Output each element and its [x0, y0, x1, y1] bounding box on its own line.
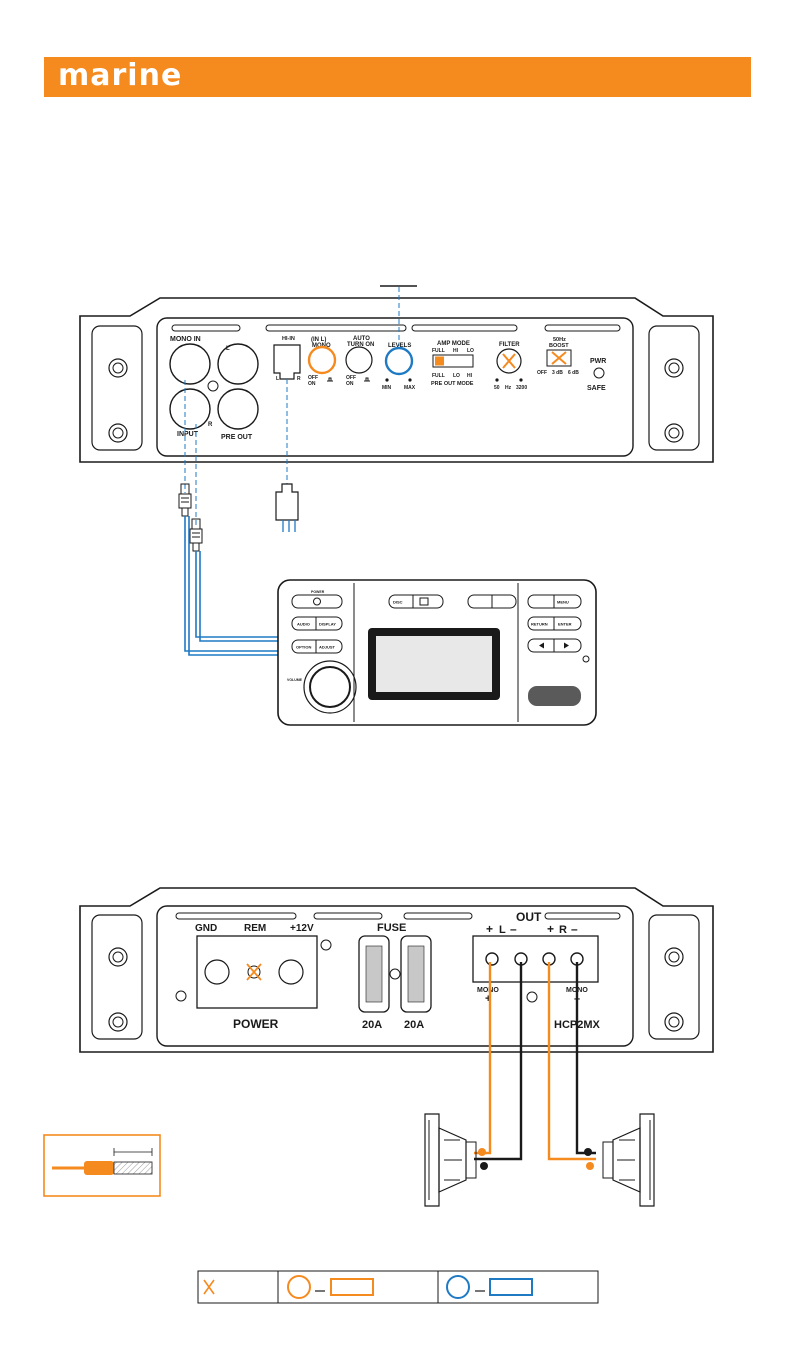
amp-hi-label: HI — [453, 348, 459, 354]
x-mark-icon — [246, 963, 262, 981]
hu-power-label: POWER — [311, 590, 325, 594]
speaker-icon — [424, 1113, 488, 1207]
hi-in-label: HI-IN — [282, 336, 295, 342]
mono-plus-sign: + — [485, 993, 491, 1005]
ch-r-label: R — [208, 422, 213, 428]
pre-out-label: PRE OUT — [221, 434, 253, 441]
out-minus-r: – — [571, 922, 578, 936]
filter-hz-label: Hz — [505, 385, 512, 391]
amp-bottom-panel: GND REM +12V POWER FUSE 20A 20A OUT + L … — [79, 887, 714, 1053]
auto-label: AUTO — [353, 336, 370, 342]
fuse-1-label: 20A — [362, 1019, 382, 1031]
pwr-label: PWR — [590, 358, 606, 365]
max-label: MAX — [404, 385, 416, 391]
hi-r-label: R — [297, 376, 301, 382]
filter-50-label: 50 — [494, 385, 500, 391]
wire-strip-icon — [43, 1134, 161, 1197]
out-label: OUT — [516, 910, 542, 924]
in-l-label: (IN L) — [311, 337, 326, 343]
pre-lo-label: LO — [453, 373, 460, 379]
rem-label: REM — [244, 923, 266, 934]
header-bar: marine — [44, 57, 751, 97]
card-slot — [528, 686, 581, 706]
blue-circle-icon — [446, 1275, 470, 1299]
orange-circle-icon — [307, 345, 337, 375]
filter-label: FILTER — [499, 342, 520, 348]
out-l: L — [499, 924, 506, 936]
pre-hi-label: HI — [467, 373, 473, 379]
rca-plug-icon — [178, 483, 203, 552]
volume-label: VOLUME — [287, 678, 303, 682]
boost-off-label: OFF — [537, 370, 547, 376]
x-mark-icon — [551, 351, 567, 365]
mono-in-label: MONO IN — [170, 336, 201, 343]
gnd-label: GND — [195, 923, 217, 934]
out-r: R — [559, 924, 567, 936]
amp-mode-label: AMP MODE — [437, 341, 470, 347]
disc-label: DISC — [393, 600, 403, 605]
x-mark-icon — [203, 1279, 215, 1295]
pre-full-label: FULL — [432, 373, 445, 379]
enter-label: ENTER — [558, 622, 572, 627]
speaker-icon — [584, 1113, 655, 1207]
next-icon — [564, 642, 569, 649]
volume-knob — [303, 660, 357, 714]
safe-label: SAFE — [587, 385, 606, 392]
pre-out-mode-label: PRE OUT MODE — [431, 381, 474, 387]
input-label: INPUT — [177, 431, 199, 438]
adjust-label: ADJUST — [319, 645, 336, 650]
mono-on-label: ON — [308, 381, 316, 387]
amp-lo-label: LO — [467, 348, 474, 354]
auto-on-label: ON — [346, 381, 354, 387]
option-label: OPTION — [296, 645, 311, 650]
boost-3-label: 3 dB — [552, 370, 563, 376]
boost-label: BOOST — [549, 343, 569, 349]
out-plus-l: + — [486, 922, 493, 936]
audio-label: AUDIO — [297, 622, 310, 627]
legend — [197, 1270, 599, 1304]
power-block-label: POWER — [233, 1017, 279, 1031]
amp-mode-slider — [435, 356, 444, 366]
levels-label: LEVELS — [388, 343, 411, 349]
filter-3200-label: 3200 — [516, 385, 527, 391]
screw-icon — [108, 358, 684, 443]
head-unit: POWER AUDIO DISPLAY OPTION ADJUST VOLUME… — [277, 579, 597, 726]
amp-full-label: FULL — [432, 348, 445, 354]
out-plus-r: + — [547, 922, 554, 936]
mono-off-label: OFF — [308, 375, 318, 381]
amp-top-panel: MONO IN L R INPUT PRE OUT HI-IN L R (IN … — [79, 297, 714, 463]
x-mark-icon — [502, 353, 516, 369]
fuse-label: FUSE — [377, 922, 406, 934]
out-minus-l: – — [510, 922, 517, 936]
turn-on-label: TURN ON — [347, 342, 374, 348]
return-label: RETURN — [531, 622, 548, 627]
orange-circle-icon — [287, 1275, 311, 1299]
boost-hz-label: 50Hz — [553, 337, 566, 343]
hi-l-label: L — [276, 376, 279, 382]
display-label: DISPLAY — [319, 622, 336, 627]
menu-label: MENU — [557, 600, 569, 605]
v12-label: +12V — [290, 923, 314, 934]
hi-in-plug-icon — [275, 483, 299, 532]
mono-plus-label: MONO — [477, 987, 499, 994]
auto-off-label: OFF — [346, 375, 356, 381]
boost-6-label: 6 dB — [568, 370, 579, 376]
brand-title: marine — [58, 58, 183, 93]
screw-icon — [108, 947, 684, 1032]
blue-circle-icon — [384, 346, 414, 376]
min-label: MIN — [382, 385, 392, 391]
prev-icon — [539, 642, 544, 649]
fuse-2-label: 20A — [404, 1019, 424, 1031]
power-icon — [313, 597, 321, 606]
ch-l-label: L — [226, 346, 230, 352]
